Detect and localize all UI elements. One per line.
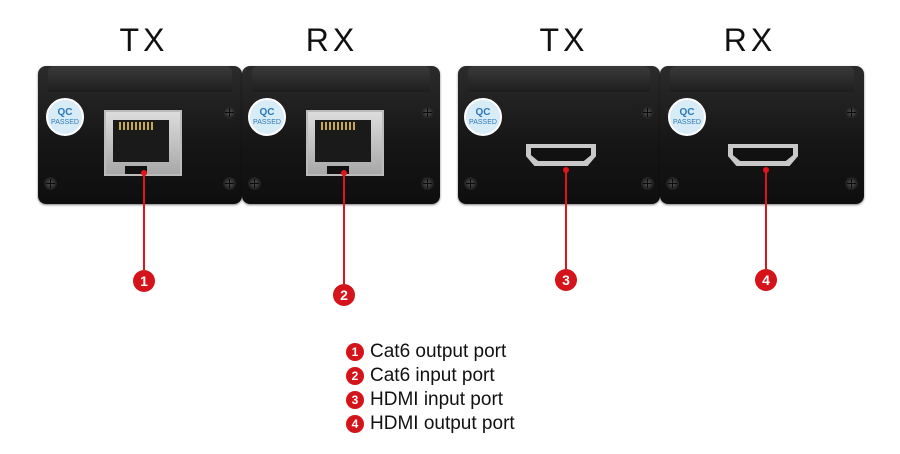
- screw-icon: [421, 177, 434, 190]
- rx-cat6-unit: QC PASSED: [242, 66, 440, 204]
- legend-text: Cat6 output port: [370, 341, 507, 362]
- device-top-face: [468, 66, 650, 92]
- qc-label: QC: [259, 107, 275, 118]
- device-top-face: [48, 66, 232, 92]
- qc-passed-icon: QC PASSED: [668, 98, 706, 136]
- legend-number: 4: [346, 415, 364, 433]
- hdmi-port-icon: [526, 144, 596, 166]
- screw-icon: [641, 106, 654, 119]
- hdmi-port-icon: [728, 144, 798, 166]
- rj45-port-icon: [104, 110, 182, 176]
- legend-item: 3 HDMI input port: [346, 388, 515, 412]
- leader-dot-3: [563, 167, 569, 173]
- leader-dot-1: [141, 170, 147, 176]
- legend-number: 3: [346, 391, 364, 409]
- leader-line-1: [143, 174, 145, 270]
- qc-passed-label: PASSED: [673, 119, 701, 126]
- callout-3: 3: [555, 269, 577, 291]
- qc-label: QC: [475, 107, 491, 118]
- tx-cat6-unit: QC PASSED: [38, 66, 242, 204]
- qc-passed-label: PASSED: [253, 119, 281, 126]
- callout-1: 1: [133, 270, 155, 292]
- hdmi-socket: [531, 148, 591, 161]
- screw-icon: [421, 106, 434, 119]
- screw-icon: [666, 177, 679, 190]
- qc-passed-icon: QC PASSED: [248, 98, 286, 136]
- screw-icon: [44, 177, 57, 190]
- leader-line-3: [565, 171, 567, 269]
- screw-icon: [845, 106, 858, 119]
- qc-passed-icon: QC PASSED: [46, 98, 84, 136]
- legend-item: 1 Cat6 output port: [346, 340, 515, 364]
- qc-label: QC: [679, 107, 695, 118]
- qc-passed-label: PASSED: [51, 119, 79, 126]
- leader-dot-4: [763, 167, 769, 173]
- legend-item: 2 Cat6 input port: [346, 364, 515, 388]
- rj45-notch: [125, 166, 147, 174]
- heading-rx-1: RX: [305, 22, 359, 58]
- callout-4: 4: [755, 269, 777, 291]
- legend-text: Cat6 input port: [370, 365, 495, 386]
- screw-icon: [464, 177, 477, 190]
- qc-passed-icon: QC PASSED: [464, 98, 502, 136]
- rj45-port-icon: [306, 110, 384, 176]
- device-top-face: [670, 66, 854, 92]
- callout-2: 2: [333, 284, 355, 306]
- rj45-notch: [327, 166, 349, 174]
- legend-number: 2: [346, 367, 364, 385]
- leader-line-4: [765, 171, 767, 269]
- legend-text: HDMI output port: [370, 413, 515, 434]
- heading-rx-2: RX: [723, 22, 777, 58]
- heading-tx-1: TX: [119, 22, 169, 58]
- screw-icon: [248, 177, 261, 190]
- rj45-pins: [119, 122, 153, 130]
- screw-icon: [223, 106, 236, 119]
- hdmi-socket: [733, 148, 793, 161]
- legend-item: 4 HDMI output port: [346, 412, 515, 436]
- qc-passed-label: PASSED: [469, 119, 497, 126]
- device-top-face: [252, 66, 430, 92]
- leader-line-2: [343, 174, 345, 284]
- leader-dot-2: [341, 170, 347, 176]
- heading-tx-2: TX: [539, 22, 589, 58]
- qc-label: QC: [57, 107, 73, 118]
- rj45-pins: [321, 122, 355, 130]
- tx-hdmi-unit: QC PASSED: [458, 66, 660, 204]
- screw-icon: [223, 177, 236, 190]
- rx-hdmi-unit: QC PASSED: [660, 66, 864, 204]
- legend-number: 1: [346, 343, 364, 361]
- legend: 1 Cat6 output port 2 Cat6 input port 3 H…: [346, 340, 515, 436]
- legend-text: HDMI input port: [370, 389, 504, 410]
- screw-icon: [641, 177, 654, 190]
- screw-icon: [845, 177, 858, 190]
